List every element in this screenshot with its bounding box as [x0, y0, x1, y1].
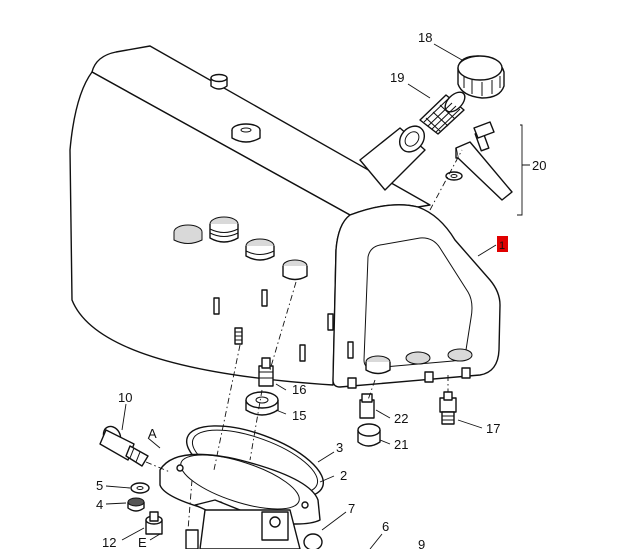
callout-22: 22	[394, 411, 408, 426]
fitting-22	[359, 393, 375, 419]
fitting-10	[99, 425, 149, 467]
cap-4	[127, 497, 145, 512]
washer-5	[130, 482, 150, 494]
callout-2: 2	[340, 468, 347, 483]
filler-cap	[457, 55, 505, 99]
callout-1: 1	[499, 240, 505, 252]
callout-labels: 18 19 20 1 16 15 22 21 17 10 A 3 2 5 4 7…	[96, 30, 546, 549]
strainer	[419, 91, 466, 135]
fitting-17	[439, 391, 457, 425]
callout-6: 6	[382, 519, 389, 534]
callout-E: E	[138, 535, 147, 549]
fitting-16	[258, 357, 274, 387]
callout-17: 17	[486, 421, 500, 436]
callout-12: 12	[102, 535, 116, 549]
nut-21	[357, 423, 381, 447]
callout-9: 9	[418, 537, 425, 549]
highlight-marker	[497, 236, 508, 252]
callout-20: 20	[532, 158, 546, 173]
fuel-tank	[69, 45, 501, 389]
nut-15	[245, 391, 279, 416]
callout-A: A	[148, 426, 157, 441]
callout-4: 4	[96, 497, 103, 512]
callout-3: 3	[336, 440, 343, 455]
callout-16: 16	[292, 382, 306, 397]
callout-21: 21	[394, 437, 408, 452]
side-ports	[173, 216, 473, 375]
callout-5: 5	[96, 478, 103, 493]
pump-body	[185, 509, 323, 549]
bracket-assembly	[445, 121, 513, 201]
callout-19: 19	[390, 70, 404, 85]
callout-15: 15	[292, 408, 306, 423]
callout-18: 18	[418, 30, 432, 45]
leader-lines	[105, 43, 530, 549]
plug-12	[145, 511, 163, 535]
callout-7: 7	[348, 501, 355, 516]
assembly-axes	[145, 149, 463, 531]
callout-10: 10	[118, 390, 132, 405]
